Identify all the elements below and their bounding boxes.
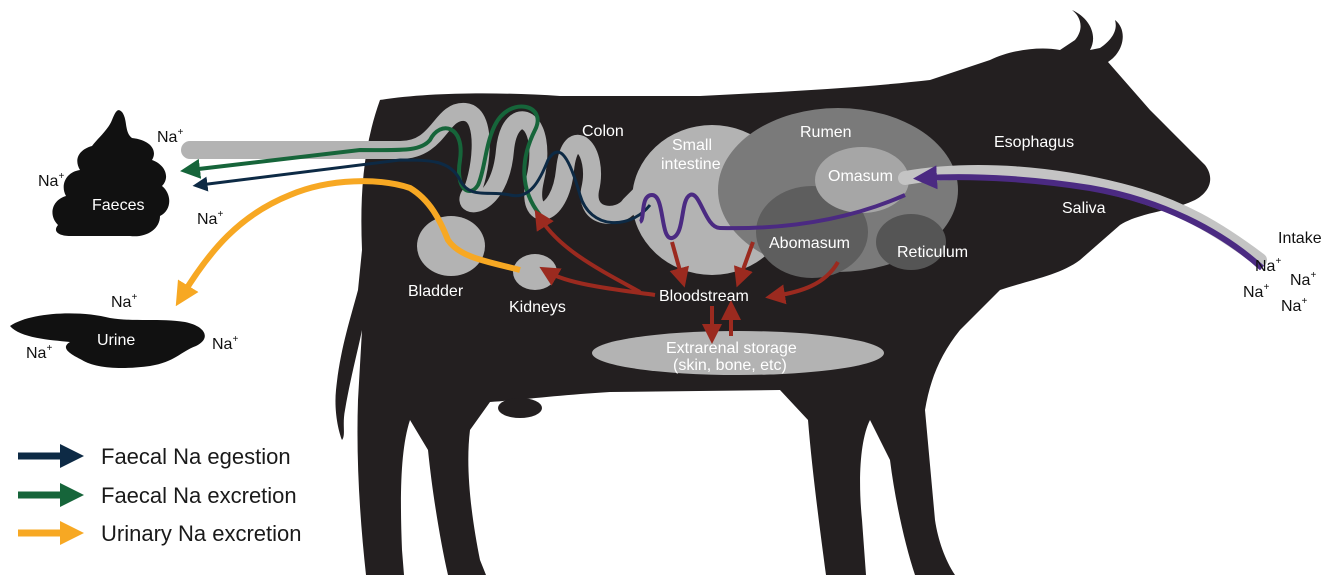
na-intake-2: Na+ [1290, 270, 1316, 289]
na-intake-4: Na+ [1281, 296, 1307, 315]
na-urine-1: Na+ [111, 292, 137, 311]
bloodstream-label: Bloodstream [659, 288, 749, 305]
esophagus-label: Esophagus [994, 134, 1074, 151]
na-faeces-1: Na+ [157, 127, 183, 146]
legend-arrowhead-egestion [60, 444, 84, 468]
reticulum-label: Reticulum [897, 244, 968, 261]
intake-label: Intake [1278, 230, 1322, 247]
reticulum-organ [876, 214, 946, 270]
legend-label-egestion: Faecal Na egestion [101, 444, 291, 469]
legend-arrowhead-urinary [60, 521, 84, 545]
legend-label-excretion: Faecal Na excretion [101, 483, 297, 508]
small-intestine-label-1: Small [672, 137, 712, 154]
rumen-label: Rumen [800, 124, 852, 141]
na-urine-2: Na+ [26, 343, 52, 362]
bladder-label: Bladder [408, 283, 464, 300]
urine-label: Urine [97, 332, 135, 349]
saliva-label: Saliva [1062, 200, 1106, 217]
na-faeces-3: Na+ [197, 209, 223, 228]
na-urine-3: Na+ [212, 334, 238, 353]
omasum-label: Omasum [828, 168, 893, 185]
legend-label-urinary: Urinary Na excretion [101, 521, 302, 546]
legend-item-urinary: Urinary Na excretion [18, 521, 302, 546]
abomasum-label: Abomasum [769, 235, 850, 252]
colon-label: Colon [582, 123, 624, 140]
legend: Faecal Na egestion Faecal Na excretion U… [18, 444, 302, 546]
na-faeces-2: Na+ [38, 171, 64, 190]
na-intake-3: Na+ [1243, 282, 1269, 301]
legend-arrowhead-excretion [60, 483, 84, 507]
na-intake-1: Na+ [1255, 256, 1281, 275]
faeces-shape [52, 110, 169, 236]
extrarenal-storage-label-1: Extrarenal storage [666, 340, 797, 357]
legend-item-egestion: Faecal Na egestion [18, 444, 291, 469]
legend-item-excretion: Faecal Na excretion [18, 483, 297, 508]
extrarenal-storage-label-2: (skin, bone, etc) [673, 357, 787, 374]
small-intestine-label-2: intestine [661, 156, 721, 173]
kidneys-label: Kidneys [509, 299, 566, 316]
faeces-label: Faeces [92, 197, 144, 214]
cow-silhouette [335, 10, 1210, 575]
